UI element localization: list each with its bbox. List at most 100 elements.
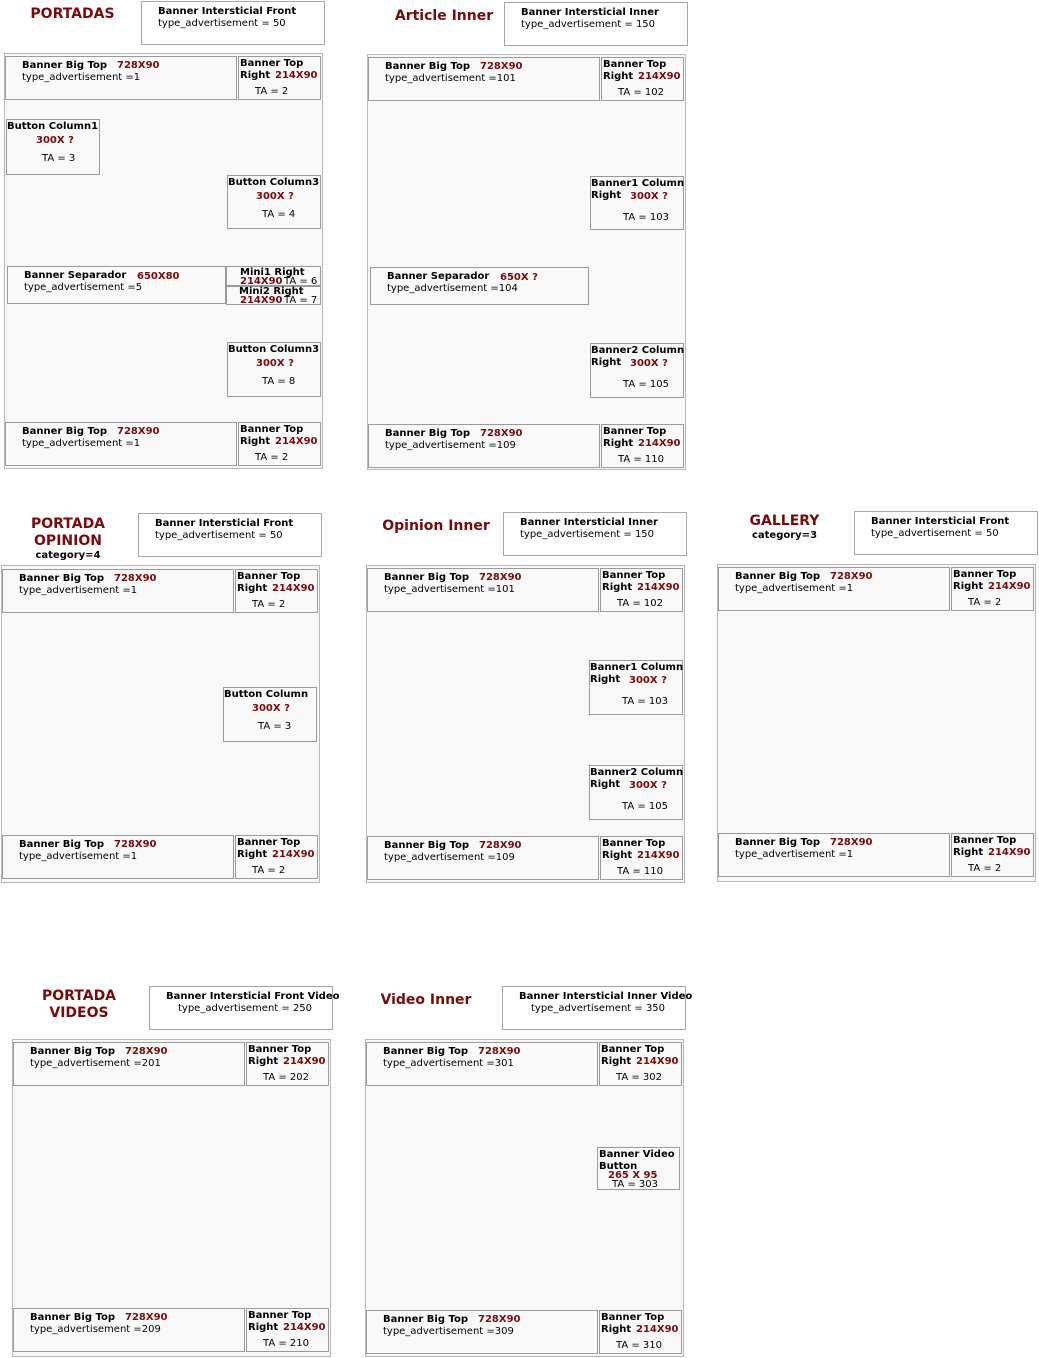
article-big-top-size: 728X90 [480,61,523,72]
gallery-top-right-bottom-size: 214X90 [988,847,1031,858]
portadas-big-top-bottom-label: Banner Big Top [22,426,108,437]
portadas-separador-label: Banner Separador [24,270,127,281]
opinion-inner-banner1-column-label2: Right [590,674,621,685]
opinion-top-right-bottom-label2: Right [237,849,268,860]
portadas-mini1-ta: TA = 6 [284,276,318,287]
portadas-top-right-label1: Banner Top [240,58,304,69]
article-separador-size: 650X ? [500,272,538,283]
gallery-top-right-bottom-label1: Banner Top [953,835,1017,846]
videos-top-right-bottom [246,1308,329,1352]
opinion-inner-title-line-0: Opinion Inner [382,518,490,534]
opinion-inner-top-right-bottom-label2: Right [602,850,633,861]
video-inner-big-top-type: type_advertisement =301 [383,1058,514,1069]
gallery-top-right-bottom [951,833,1034,877]
opinion-inner-intersticial-type: type_advertisement = 150 [520,529,655,540]
portadas-button-column3-a-size: 300X ? [256,191,294,202]
article-big-top [368,57,600,101]
opinion-inner-top-right-label1: Banner Top [602,570,666,581]
videos-top-right-label2: Right [248,1056,279,1067]
opinion-inner-banner2-column-ta: TA = 105 [622,801,668,812]
video-inner-top-right-size: 214X90 [636,1056,679,1067]
opinion-inner-top-right-bottom-ta: TA = 110 [617,866,663,877]
portadas-big-top-type: type_advertisement =1 [22,72,141,83]
portadas-intersticial-label: Banner Intersticial Front [158,6,297,17]
videos-title-line-0: PORTADA [41,988,117,1004]
opinion-inner-top-right-bottom-size: 214X90 [637,850,680,861]
opinion-big-top-bottom-type: type_advertisement =1 [19,851,138,862]
gallery-top-right-ta: TA = 2 [968,597,1002,608]
video-inner-big-top-bottom-label: Banner Big Top [383,1314,469,1325]
article-separador-label: Banner Separador [387,271,490,282]
article-banner2-column-label2: Right [591,357,622,368]
video-inner-video-button-ta: TA = 303 [612,1179,658,1190]
portadas-button-column3-b [227,342,321,397]
gallery-big-top-bottom-size: 728X90 [830,837,873,848]
video-inner-intersticial [502,986,686,1030]
article-intersticial-label: Banner Intersticial Inner [521,7,659,18]
opinion-big-top [2,569,234,613]
opinion-inner-frame [366,565,685,883]
video-inner-intersticial-label: Banner Intersticial Inner Video [519,991,693,1002]
portadas-big-top-label: Banner Big Top [22,60,108,71]
article-top-right-label2: Right [603,71,634,82]
videos-top-right-label1: Banner Top [248,1044,312,1055]
gallery-big-top-size: 728X90 [830,571,873,582]
videos-big-top-bottom-size: 728X90 [125,1312,168,1323]
gallery-title-line-0: GALLERY [749,513,820,529]
article-banner1-column [590,176,684,230]
video-inner-top-right [599,1042,682,1086]
opinion-inner-top-right-bottom-label1: Banner Top [602,838,666,849]
opinion-inner-banner1-column-ta: TA = 103 [622,696,668,707]
opinion-button-column-label1: Button Column [224,689,309,700]
video-inner-top-right-label1: Banner Top [601,1044,665,1055]
video-inner-top-right-bottom-ta: TA = 310 [616,1340,662,1351]
videos-top-right-bottom-label1: Banner Top [248,1310,312,1321]
opinion-inner-title: Opinion Inner [377,518,495,535]
portadas-mini1-size: 214X90 [240,276,283,287]
portadas-top-right-bottom-label2: Right [240,436,271,447]
videos-intersticial-label: Banner Intersticial Front Video [166,991,340,1002]
video-inner-top-right-bottom [599,1310,682,1354]
portadas-separador [7,266,226,304]
article-banner2-column-label1: Banner2 Column [591,345,685,356]
portadas-mini2-ta: TA = 7 [284,295,318,306]
portadas-button-column3-b-label1: Button Column3 [228,344,320,355]
portadas-separador-type: type_advertisement =5 [24,282,143,293]
video-inner-intersticial-type: type_advertisement = 350 [531,1003,666,1014]
portadas-button-column3-b-size: 300X ? [256,358,294,369]
video-inner-top-right-bottom-label2: Right [601,1324,632,1335]
gallery-frame [717,564,1036,882]
video-inner-top-right-label2: Right [601,1056,632,1067]
article-title: Article Inner [385,8,503,25]
article-banner1-column-label2: Right [591,190,622,201]
video-inner-frame [365,1039,684,1357]
article-top-right [601,57,684,101]
opinion-inner-big-top-bottom-type: type_advertisement =109 [384,852,515,863]
portadas-button-column3-a [227,175,321,229]
opinion-big-top-bottom-size: 728X90 [114,839,157,850]
portadas-top-right-bottom-size: 214X90 [275,436,318,447]
opinion-title-line-2: category=4 [35,550,101,561]
opinion-inner-banner2-column-label2: Right [590,779,621,790]
videos-big-top [13,1042,245,1086]
article-banner1-column-label1: Banner1 Column [591,178,685,189]
article-banner1-column-ta: TA = 103 [623,212,669,223]
videos-intersticial-type: type_advertisement = 250 [178,1003,313,1014]
opinion-inner-top-right-label2: Right [602,582,633,593]
opinion-top-right-bottom-ta: TA = 2 [252,865,286,876]
videos-top-right-bottom-label2: Right [248,1322,279,1333]
opinion-big-top-bottom-label: Banner Big Top [19,839,105,850]
opinion-button-column-size: 300X ? [252,703,290,714]
videos-intersticial [149,986,333,1030]
video-inner-video-button-size: 265 X 95 [608,1170,658,1181]
video-inner-video-button-label2: Button [599,1161,638,1172]
portadas-big-top [5,56,237,100]
portadas-top-right-bottom [238,422,321,466]
portadas-button-column1-size: 300X ? [36,135,74,146]
article-big-top-bottom-size: 728X90 [480,428,523,439]
opinion-top-right-ta: TA = 2 [252,599,286,610]
opinion-inner-banner1-column [589,660,683,715]
gallery-big-top [718,567,950,611]
article-separador [370,267,589,305]
